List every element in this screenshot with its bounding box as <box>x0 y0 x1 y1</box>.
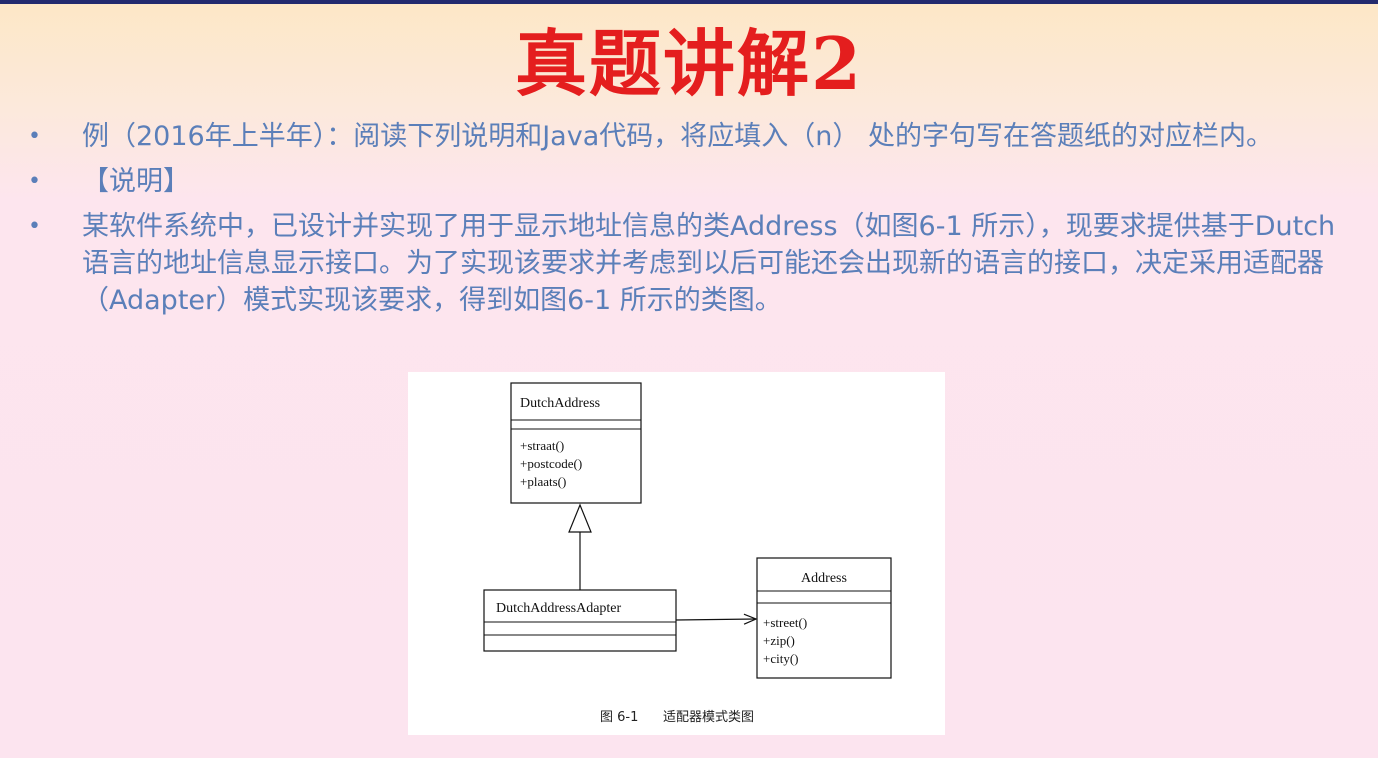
class-box <box>510 382 642 504</box>
class-method: +city() <box>763 651 798 666</box>
bullet-item: • 例（2016年上半年）：阅读下列说明和Java代码，将应填入（n） 处的字句… <box>28 118 1358 155</box>
class-method: +street() <box>763 615 807 630</box>
class-address: Address +street() +zip() +city() <box>756 557 892 679</box>
figure-caption-text: 适配器模式类图 <box>663 710 754 725</box>
figure-caption-number: 图 6-1 <box>600 710 638 725</box>
bullet-list: • 例（2016年上半年）：阅读下列说明和Java代码，将应填入（n） 处的字句… <box>28 118 1358 327</box>
class-name: DutchAddress <box>520 396 600 411</box>
class-name: DutchAddressAdapter <box>496 601 622 616</box>
class-method: +plaats() <box>520 474 566 489</box>
class-dutch-address-adapter: DutchAddressAdapter <box>483 589 677 652</box>
class-method: +postcode() <box>520 456 582 471</box>
bullet-text: 例（2016年上半年）：阅读下列说明和Java代码，将应填入（n） 处的字句写在… <box>82 121 1273 152</box>
top-rule <box>0 0 1378 4</box>
bullet-icon: • <box>28 169 41 194</box>
slide-title: 真题讲解2 <box>514 21 864 106</box>
bullet-icon: • <box>28 214 41 239</box>
bullet-item: • 【说明】 <box>28 163 1358 200</box>
uml-figure: DutchAddress +straat() +postcode() +plaa… <box>408 372 945 735</box>
uml-class-diagram: DutchAddress +straat() +postcode() +plaa… <box>483 382 892 725</box>
bullet-text: 某软件系统中，已设计并实现了用于显示地址信息的类Address（如图6-1 所示… <box>82 211 1336 316</box>
class-method: +straat() <box>520 438 564 453</box>
class-box <box>756 557 892 679</box>
class-method: +zip() <box>763 633 795 648</box>
inheritance-triangle-icon <box>568 503 592 533</box>
class-name: Address <box>801 571 847 586</box>
association-arrow <box>675 619 756 620</box>
bullet-icon: • <box>28 124 41 149</box>
generalization-arrow <box>568 503 592 590</box>
bullet-text: 【说明】 <box>82 166 190 197</box>
class-box <box>483 589 677 652</box>
class-dutch-address: DutchAddress +straat() +postcode() +plaa… <box>510 382 642 504</box>
bullet-item: • 某软件系统中，已设计并实现了用于显示地址信息的类Address（如图6-1 … <box>28 208 1358 319</box>
